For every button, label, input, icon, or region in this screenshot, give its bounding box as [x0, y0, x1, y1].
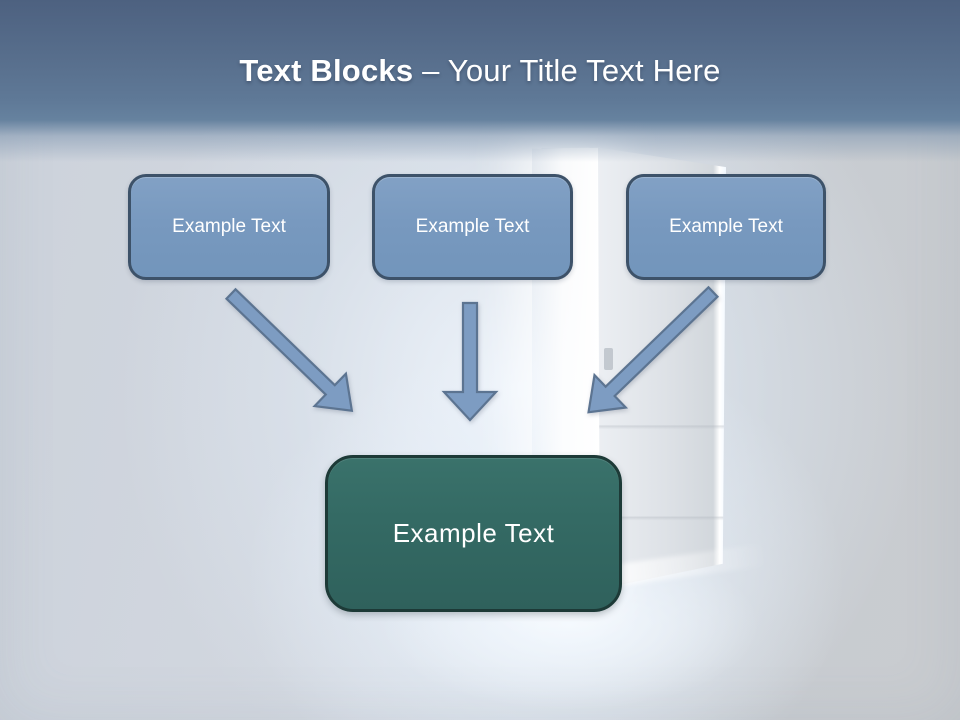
text-block-2-label: Example Text: [415, 216, 530, 237]
text-block-3-label: Example Text: [669, 216, 783, 237]
arrow-right-down[interactable]: [573, 276, 729, 429]
center-text-block-label: Example Text: [392, 518, 555, 548]
title-band: [0, 0, 960, 162]
text-block-3[interactable]: Example Text: [626, 174, 826, 280]
slide-title-bold: Text Blocks: [239, 53, 414, 88]
slide-title-dash: –: [413, 53, 448, 88]
slide-title: Text Blocks – Your Title Text Here: [0, 53, 960, 89]
center-text-block[interactable]: Example Text: [325, 455, 622, 612]
door-handle: [604, 348, 613, 370]
text-block-2[interactable]: Example Text: [372, 174, 573, 280]
slide-title-regular: Your Title Text Here: [447, 53, 721, 88]
text-block-1[interactable]: Example Text: [128, 174, 330, 280]
arrow-middle-down[interactable]: [441, 301, 499, 422]
text-block-1-label: Example Text: [172, 216, 286, 237]
arrow-left-down[interactable]: [215, 278, 367, 427]
